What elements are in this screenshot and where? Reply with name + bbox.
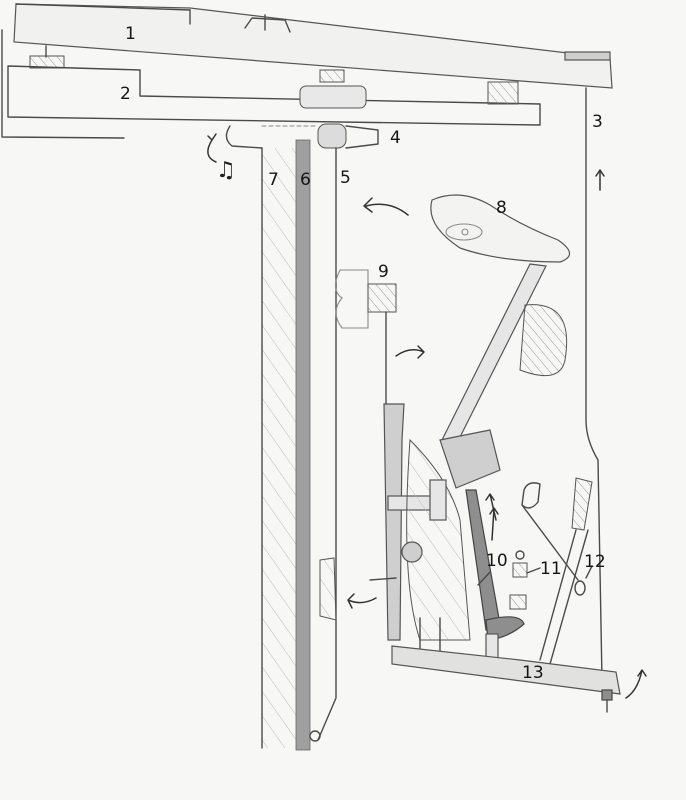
damper-9 bbox=[334, 269, 397, 411]
label-8: 8 bbox=[496, 198, 507, 218]
label-7: 7 bbox=[268, 170, 279, 190]
damper-lower-arrow bbox=[347, 593, 377, 609]
key-end-arrow bbox=[625, 669, 647, 699]
label-12: 12 bbox=[584, 552, 606, 572]
jack-up-arrow bbox=[485, 493, 497, 521]
label-9: 9 bbox=[378, 262, 389, 282]
label-4: 4 bbox=[390, 128, 401, 148]
motion-arrows bbox=[207, 133, 647, 699]
hammer-8 bbox=[430, 194, 571, 446]
back-check-12 bbox=[521, 477, 593, 665]
label-5: 5 bbox=[340, 168, 351, 188]
whippen-assembly bbox=[369, 403, 501, 667]
music-note-icon: ♫ bbox=[216, 158, 236, 183]
strings-soundboard bbox=[261, 139, 337, 751]
label-10: 10 bbox=[486, 551, 508, 571]
sticker-up-arrow bbox=[489, 507, 499, 541]
regulating-button-11 bbox=[509, 550, 541, 610]
label-6: 6 bbox=[300, 170, 311, 190]
damper-arrow bbox=[395, 345, 425, 359]
key-13 bbox=[391, 645, 621, 713]
rotation-arrow bbox=[207, 133, 217, 163]
up-arrow-right bbox=[595, 169, 605, 191]
label-1: 1 bbox=[125, 24, 136, 44]
sticker-3 bbox=[585, 87, 603, 681]
lower-damper bbox=[319, 557, 337, 621]
label-3: 3 bbox=[592, 112, 603, 132]
label-11: 11 bbox=[540, 559, 562, 579]
label-2: 2 bbox=[120, 84, 131, 104]
key-lever-1 bbox=[13, 3, 613, 89]
hammer-return-arrow bbox=[363, 197, 409, 216]
label-13: 13 bbox=[522, 663, 544, 683]
key-lever-2 bbox=[1, 29, 541, 139]
flange-4 bbox=[225, 123, 379, 149]
